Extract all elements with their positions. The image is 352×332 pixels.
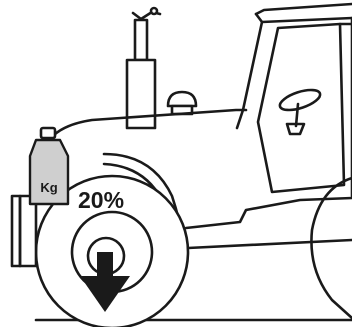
steering-wheel bbox=[278, 86, 323, 134]
tractor-cab bbox=[237, 4, 352, 196]
weight-unit-label: Kg bbox=[40, 180, 57, 195]
front-weight-bracket bbox=[12, 196, 36, 266]
air-intake bbox=[168, 92, 196, 114]
exhaust-pipe bbox=[127, 8, 160, 128]
load-percentage-label: 20% bbox=[78, 187, 124, 213]
weight-block: Kg bbox=[30, 128, 68, 204]
